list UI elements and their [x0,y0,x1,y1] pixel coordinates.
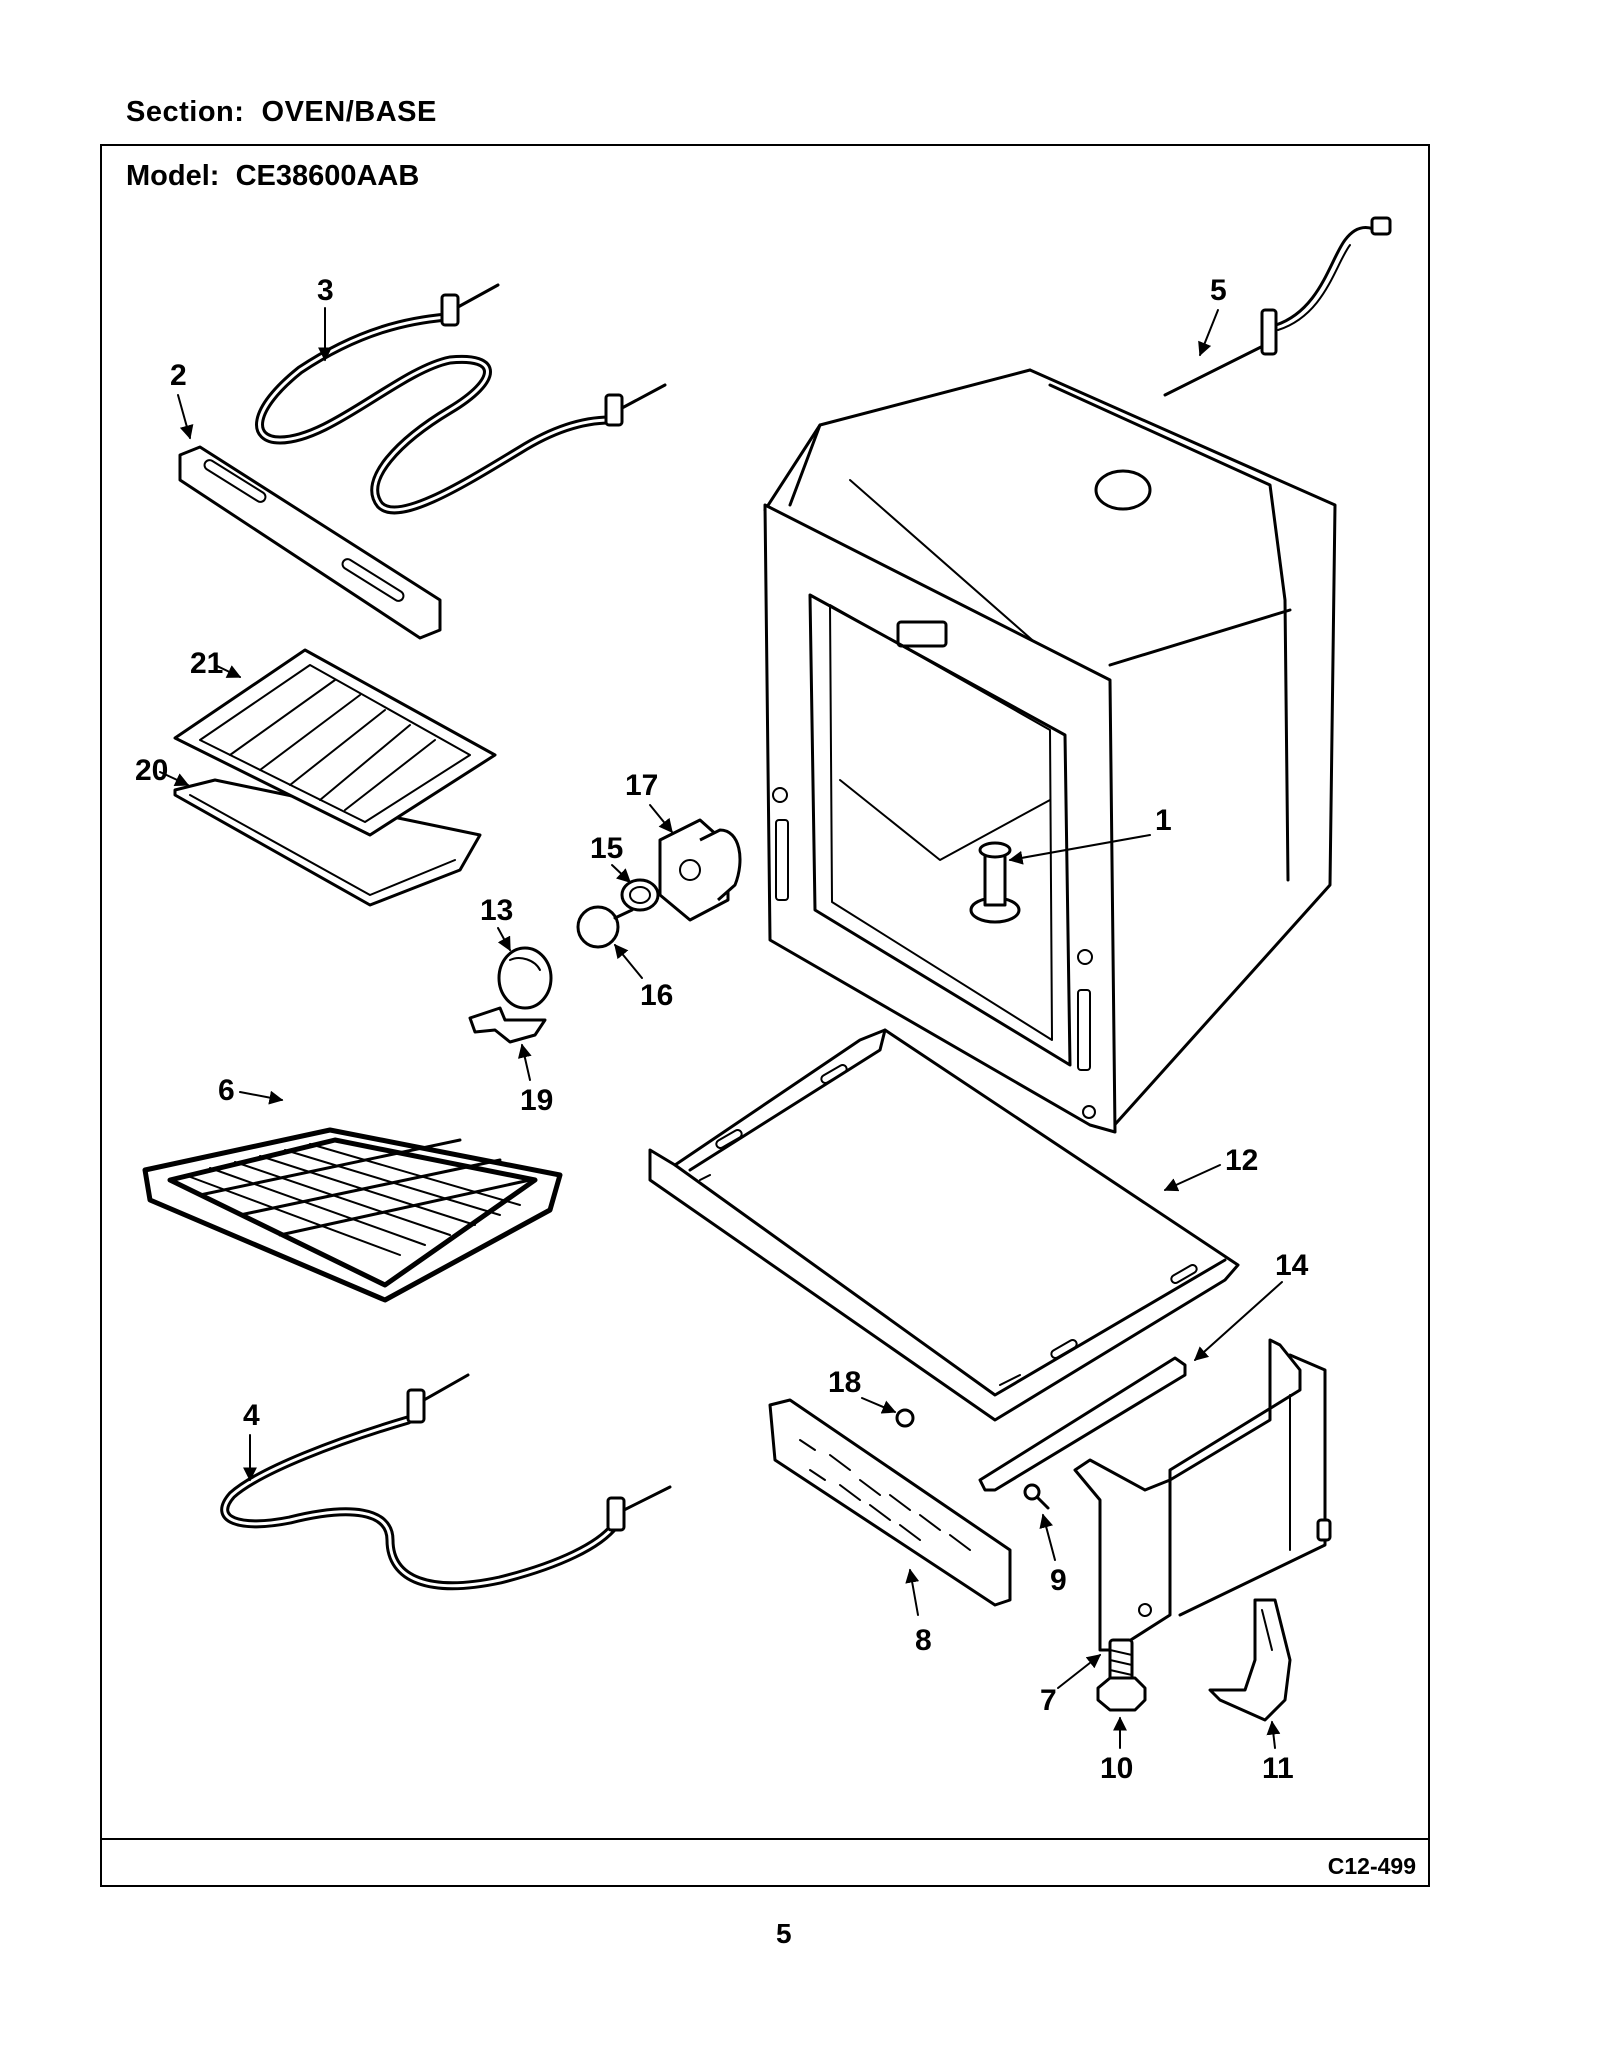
callout-6-leader [239,1090,284,1105]
callout-18-leader [861,1397,897,1414]
callout-15-leader [611,864,632,883]
callout-5: 5 [1210,274,1227,307]
callout-8-leader [905,1568,920,1616]
callout-2: 2 [170,359,187,392]
callout-20: 20 [135,754,168,787]
callout-12-leader [1163,1164,1221,1192]
bake-element-part-4 [220,1373,672,1591]
callout-19: 19 [520,1084,553,1117]
callout-19-leader [517,1043,532,1081]
light-lens-part-13 [497,946,553,1010]
socket-part-15 [620,878,660,912]
callout-11: 11 [1262,1752,1294,1785]
callout-15: 15 [590,832,623,865]
callout-16-leader [614,943,643,979]
bracket-part-2 [178,445,442,640]
broil-element-part-3 [255,283,667,515]
diagram-code: C12-499 [1327,1853,1416,1879]
section-label: Section: [126,96,245,128]
callout-13-leader [497,927,511,952]
callout-5-leader [1198,309,1219,357]
callout-2-leader [177,394,194,440]
rail-part-14 [978,1356,1187,1492]
side-frame-part-7 [1073,1338,1332,1652]
callouts: 1 2 3 4 5 6 7 8 9 10 11 12 13 14 15 16 1 [135,274,1309,1785]
oven-rack-part-6 [142,1127,563,1303]
leveling-leg-part-10 [1096,1638,1147,1712]
callout-16: 16 [640,979,673,1012]
callout-7: 7 [1040,1684,1057,1717]
anti-tip-bracket-part-11 [1208,1598,1292,1722]
callout-1: 1 [1155,804,1172,837]
screw-part-9 [1023,1483,1050,1510]
callout-10: 10 [1100,1752,1133,1785]
drawer-slide-part-8 [768,1398,1012,1607]
broiler-pan-part-20 [173,778,482,907]
callout-12: 12 [1225,1144,1258,1177]
callout-21-leader [214,664,242,678]
footer-divider [102,1838,1428,1840]
callout-4: 4 [243,1399,260,1432]
light-housing-part-17 [658,818,742,922]
oven-cavity [763,368,1337,1134]
callout-20-leader [159,771,190,787]
callout-7-leader [1057,1654,1102,1689]
callout-11-leader [1266,1720,1281,1749]
callout-13: 13 [480,894,513,927]
gasket-part-19 [468,1006,547,1044]
broiler-grid-part-21 [173,648,497,837]
callout-1-leader [1008,834,1151,865]
light-bulb-part-16 [576,905,634,949]
diagram-frame: Model: CE38600AAB C12-499 [100,144,1430,1887]
callout-9-leader [1039,1513,1056,1561]
callout-14: 14 [1275,1249,1309,1282]
section-value: OVEN/BASE [261,96,437,128]
model-label: Model: [126,160,220,192]
callout-3: 3 [317,274,334,307]
callout-17-leader [649,804,673,834]
sensor-part-5 [1163,216,1392,397]
model-value: CE38600AAB [235,160,420,192]
callout-14-leader [1193,1281,1283,1361]
section-heading: Section: OVEN/BASE [126,96,437,129]
model-heading: Model: CE38600AAB [126,160,419,193]
callout-21: 21 [190,647,223,680]
nut-part-18 [895,1408,915,1428]
callout-6: 6 [218,1074,235,1107]
callout-17: 17 [625,769,658,802]
callout-18: 18 [828,1366,861,1399]
callout-9: 9 [1050,1564,1067,1597]
bottom-tray-part-12 [648,1028,1240,1422]
page-number: 5 [776,1918,792,1949]
callout-8: 8 [915,1624,932,1657]
